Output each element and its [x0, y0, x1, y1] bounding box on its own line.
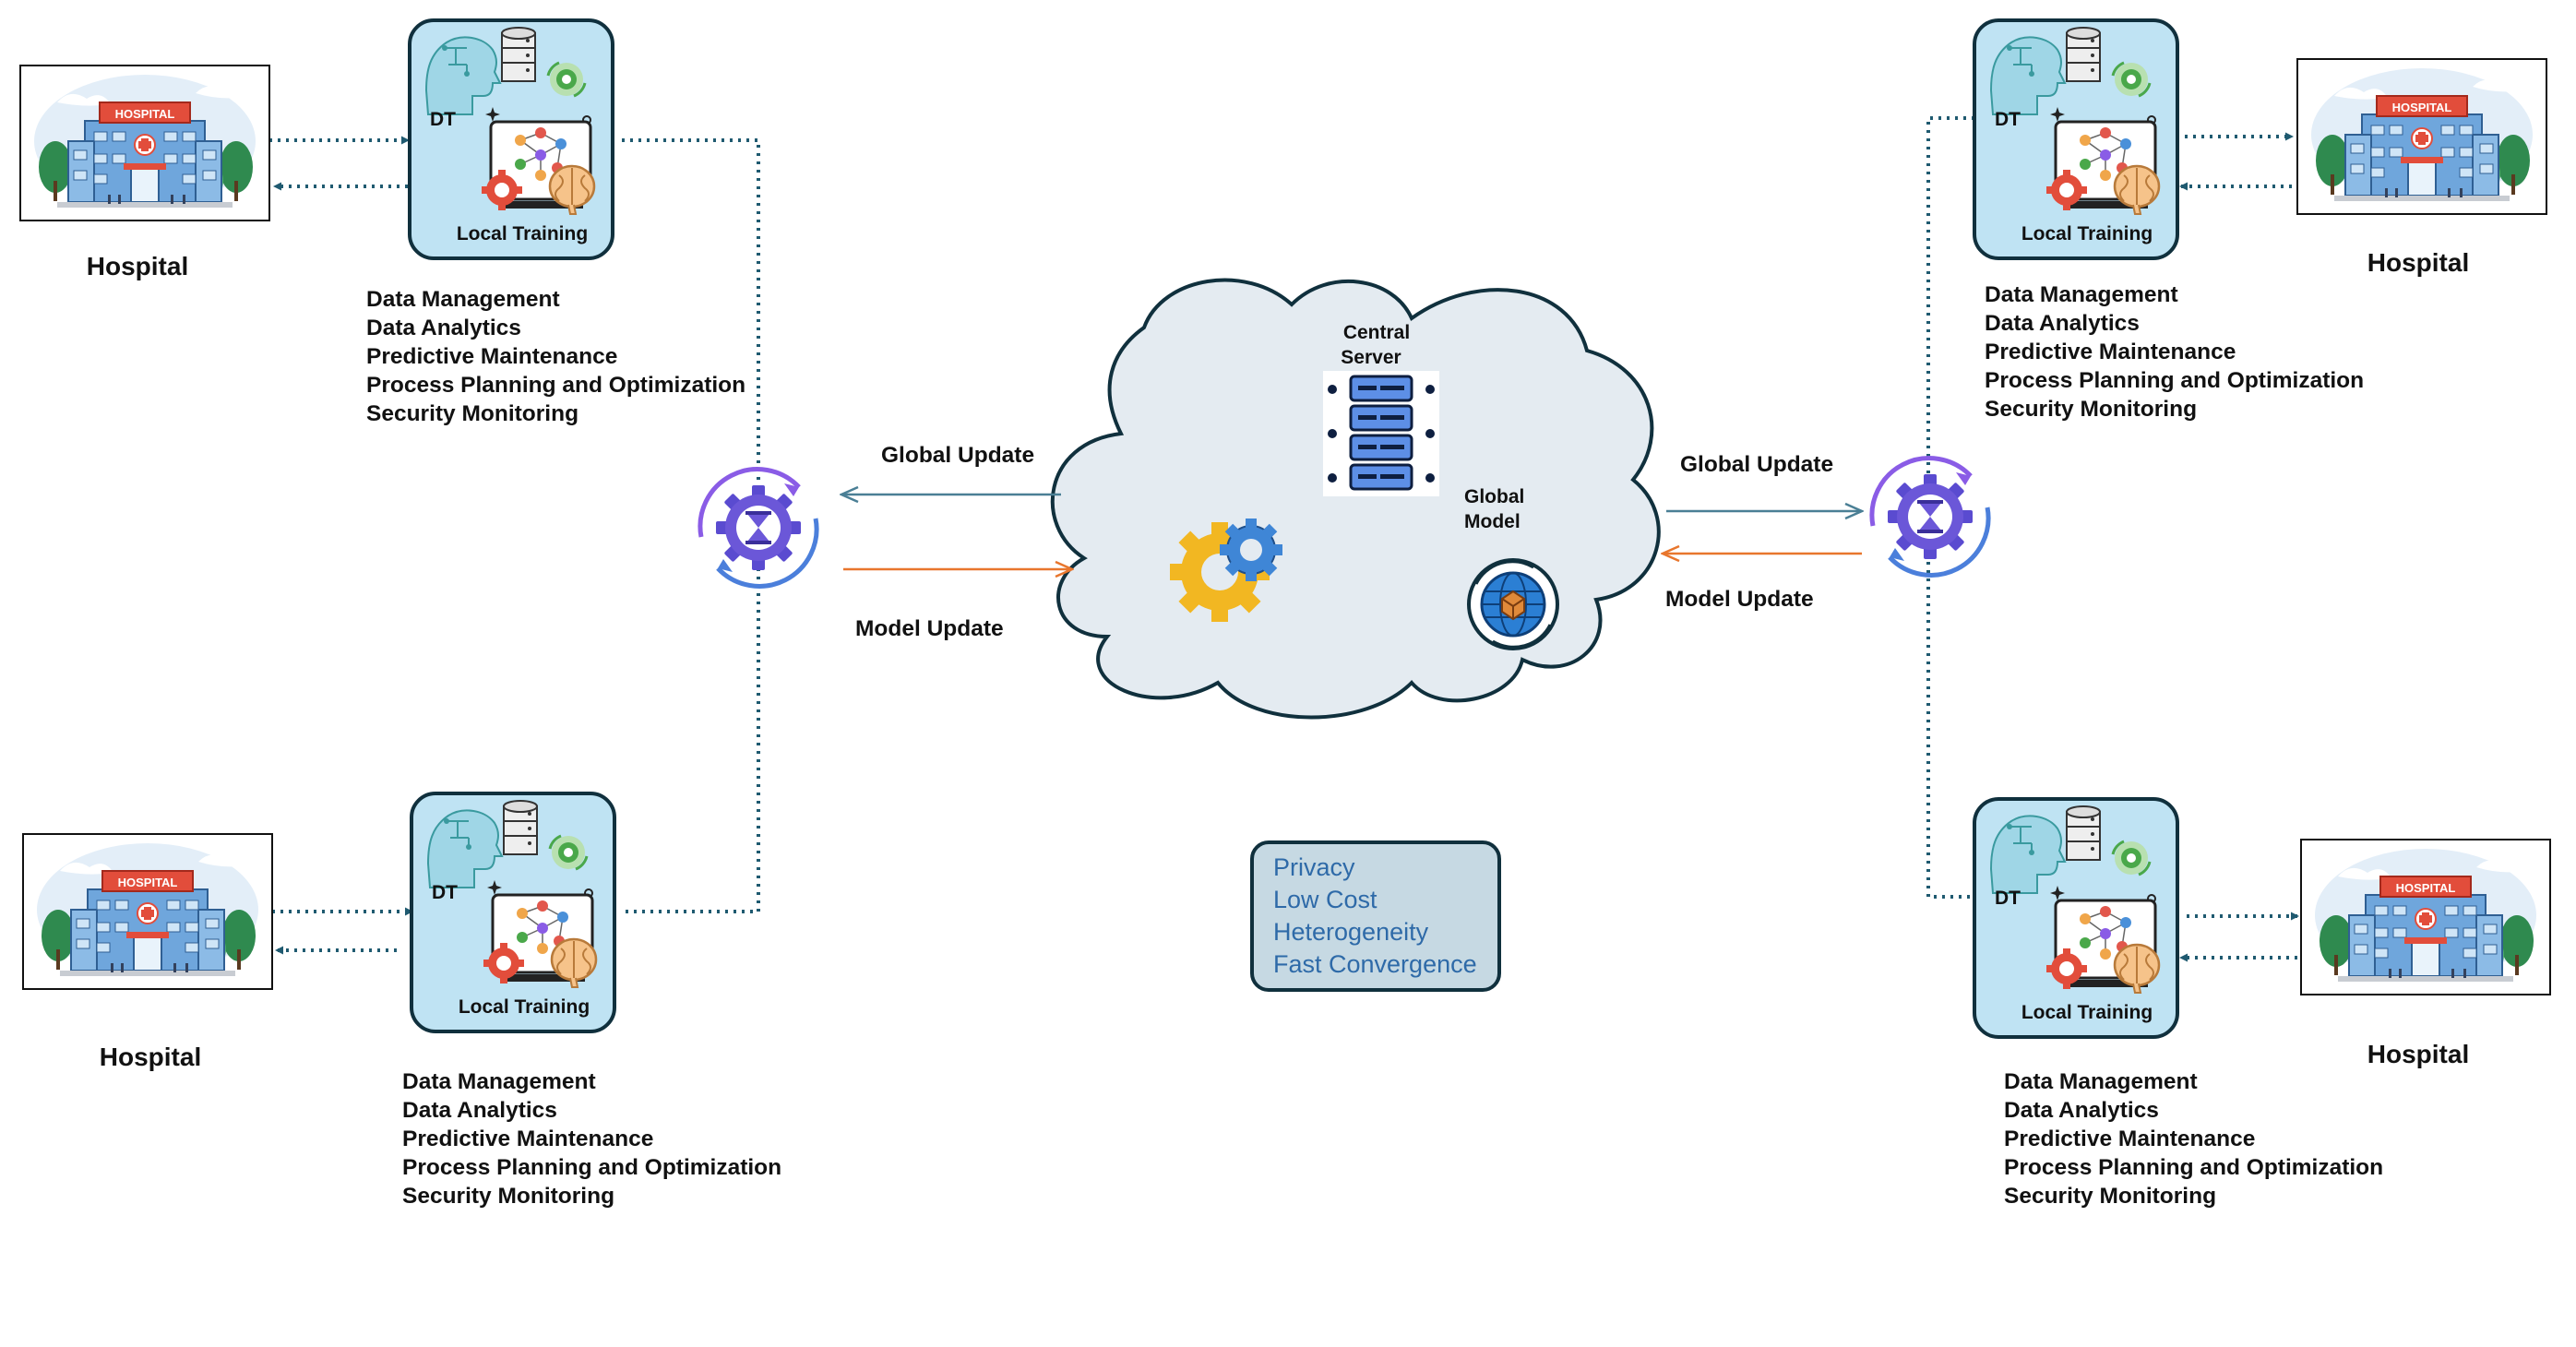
advantage-item: Low Cost — [1273, 886, 1377, 913]
cloud-shape — [1050, 278, 1661, 720]
aggregator-right — [1872, 459, 1988, 576]
function-item: Security Monitoring — [402, 1184, 614, 1209]
function-item: Security Monitoring — [2004, 1184, 2216, 1209]
function-item: Data Analytics — [402, 1098, 557, 1123]
left-update-arrows: Global Update Model Update — [841, 443, 1072, 641]
function-item: Data Analytics — [1985, 311, 2140, 336]
local-training-label: Local Training — [459, 996, 590, 1018]
left-bus-line — [622, 138, 760, 913]
server-label-line2: Server — [1341, 347, 1401, 368]
function-list-bl: Data Management Data Analytics Predictiv… — [402, 1069, 781, 1209]
function-item: Security Monitoring — [366, 401, 578, 426]
aggregator-gear-hourglass-icon — [700, 470, 817, 587]
local-training-label: Local Training — [457, 223, 588, 244]
function-item: Process Planning and Optimization — [1985, 368, 2364, 393]
server-label-line1: Central — [1343, 322, 1410, 343]
function-item: Security Monitoring — [1985, 397, 2197, 422]
globe-icon — [1467, 558, 1559, 650]
function-item: Data Management — [2004, 1069, 2198, 1094]
hospital-icon — [33, 74, 256, 209]
local-training-label: Local Training — [2021, 223, 2153, 244]
right-global-update-label: Global Update — [1680, 452, 1833, 477]
function-item: Data Management — [402, 1069, 596, 1094]
hospital-icon — [2314, 848, 2537, 983]
function-item: Predictive Maintenance — [366, 344, 617, 369]
server-rack-icon — [1323, 371, 1439, 496]
digital-twin-br: DT Local Training — [1973, 797, 2179, 1039]
hospital-icon — [2310, 67, 2534, 202]
hospital-label-bl: Hospital — [100, 1043, 201, 1071]
function-item: Predictive Maintenance — [1985, 340, 2236, 364]
left-dotted-links — [269, 136, 760, 955]
function-item: Predictive Maintenance — [2004, 1126, 2255, 1151]
advantages-frame — [1250, 840, 1501, 992]
function-list-br: Data Management Data Analytics Predictiv… — [2004, 1069, 2383, 1209]
left-model-update-label: Model Update — [855, 616, 1004, 641]
local-training-label: Local Training — [2021, 1002, 2153, 1023]
dt-label: DT — [1995, 109, 2021, 130]
digital-twin-bl: DT Local Training — [410, 792, 616, 1033]
digital-twin-tl: DT Local Training — [408, 18, 614, 260]
gears-icon — [1170, 519, 1282, 622]
advantage-item: Privacy — [1273, 853, 1355, 881]
model-label-line1: Global — [1464, 486, 1524, 507]
right-update-arrows: Global Update Model Update — [1663, 452, 1862, 612]
right-model-update-label: Model Update — [1665, 587, 1814, 612]
function-list-tl: Data Management Data Analytics Predictiv… — [366, 287, 745, 426]
left-global-update-label: Global Update — [881, 443, 1034, 468]
function-item: Data Analytics — [366, 316, 521, 340]
central-cloud: Central Server — [1050, 278, 1661, 720]
advantage-item: Fast Convergence — [1273, 950, 1477, 978]
hospital-label-tl: Hospital — [87, 252, 188, 280]
advantage-item: Heterogeneity — [1273, 918, 1429, 946]
function-list-tr: Data Management Data Analytics Predictiv… — [1985, 282, 2364, 422]
advantages-box: Privacy Low Cost Heterogeneity Fast Conv… — [1250, 840, 1501, 992]
aggregator-gear-hourglass-icon — [1872, 459, 1988, 576]
dt-label: DT — [430, 109, 456, 130]
function-item: Data Analytics — [2004, 1098, 2159, 1123]
right-dotted-links — [1926, 116, 2299, 962]
aggregator-left — [700, 470, 817, 587]
hospital-icon — [36, 842, 259, 977]
hospital-br — [2300, 839, 2551, 995]
model-label-line2: Model — [1464, 511, 1521, 532]
dt-label: DT — [1995, 888, 2021, 909]
function-item: Process Planning and Optimization — [402, 1155, 781, 1180]
hospital-bl — [22, 833, 273, 990]
digital-twin-tr: DT Local Training — [1973, 18, 2179, 260]
hospital-tr — [2296, 58, 2547, 215]
function-item: Data Management — [1985, 282, 2178, 307]
function-item: Process Planning and Optimization — [2004, 1155, 2383, 1180]
hospital-label-br: Hospital — [2367, 1040, 2469, 1068]
function-item: Data Management — [366, 287, 560, 312]
function-item: Predictive Maintenance — [402, 1126, 653, 1151]
right-bus-line — [1926, 116, 1974, 899]
dt-label: DT — [432, 882, 458, 903]
function-item: Process Planning and Optimization — [366, 373, 745, 398]
hospital-label-tr: Hospital — [2367, 248, 2469, 277]
hospital-tl — [19, 65, 270, 221]
